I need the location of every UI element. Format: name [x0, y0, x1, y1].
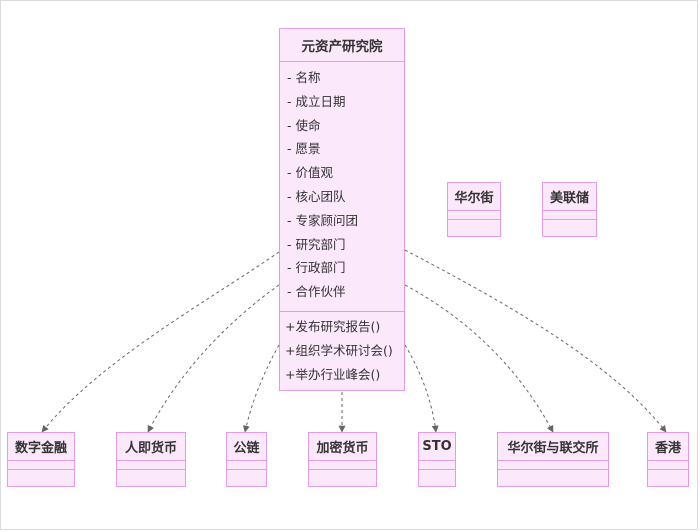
edge-to-sto: [404, 344, 439, 433]
class-methods-empty: [117, 469, 185, 478]
edge-to-rmb: [147, 284, 280, 433]
class-crypto: 加密货币: [308, 432, 377, 487]
class-methods-empty: [8, 469, 74, 478]
method-row: +举办行业峰会(): [285, 366, 381, 382]
attribute-row: - 专家顾问团: [287, 212, 358, 228]
attribute-row: - 名称: [287, 70, 321, 85]
attribute-row: - 使命: [287, 117, 321, 133]
attribute-row: - 价值观: [287, 165, 333, 181]
attribute-row: - 行政部门: [287, 260, 346, 276]
class-title: 人即货币: [124, 441, 177, 456]
edge-to-wallstreet-fed: [404, 284, 554, 433]
class-methods-empty: [419, 469, 455, 478]
class-methods-empty: [309, 469, 376, 478]
class-attributes-empty: [8, 460, 74, 469]
class-main-attributes: - 名称 - 成立日期 - 使命 - 愿景 - 价值观 - 核心团队 - 专家顾…: [280, 61, 404, 311]
class-sto: STO: [418, 432, 456, 487]
class-title: 华尔街: [454, 191, 494, 206]
edge-to-digital-finance: [41, 251, 280, 433]
class-huaerjie: 华尔街: [447, 182, 501, 237]
class-attributes-empty: [498, 460, 608, 469]
class-main: 元资产研究院 - 名称 - 成立日期 - 使命 - 愿景 - 价值观 - 核心团…: [279, 28, 405, 391]
class-attributes-empty: [227, 460, 266, 469]
class-digital-finance: 数字金融: [7, 432, 75, 487]
class-methods-empty: [227, 469, 266, 478]
class-title: STO: [422, 439, 452, 454]
edge-to-public-chain: [242, 344, 280, 433]
class-methods-empty: [498, 469, 608, 478]
class-meilianchu: 美联储: [542, 182, 597, 237]
class-attributes-empty: [648, 460, 688, 469]
class-attributes-empty: [448, 210, 500, 219]
method-row: +组织学术研讨会(): [285, 342, 393, 358]
class-main-methods: +发布研究报告() +组织学术研讨会() +举办行业峰会(): [280, 311, 404, 386]
class-title: 公链: [233, 441, 260, 456]
class-title: 数字金融: [14, 441, 67, 456]
class-attributes-empty: [309, 460, 376, 469]
class-methods-empty: [648, 469, 688, 478]
attribute-row: - 愿景: [287, 141, 321, 157]
attribute-row: - 合作伙伴: [287, 284, 346, 300]
class-attributes-empty: [117, 460, 185, 469]
class-public-chain: 公链: [226, 432, 267, 487]
class-title: 华尔街与联交所: [507, 441, 599, 456]
class-methods-empty: [448, 219, 500, 228]
edge-to-hongkong: [404, 249, 667, 433]
class-title: 加密货币: [316, 441, 369, 456]
class-attributes-empty: [419, 460, 455, 469]
class-main-title: 元资产研究院: [301, 39, 383, 55]
class-rmb: 人即货币: [116, 432, 186, 487]
method-row: +发布研究报告(): [285, 319, 381, 334]
class-hongkong: 香港: [647, 432, 689, 487]
class-title: 香港: [654, 441, 681, 456]
class-attributes-empty: [543, 210, 596, 219]
class-methods-empty: [543, 219, 596, 228]
attribute-row: - 核心团队: [287, 188, 346, 204]
class-title: 美联储: [549, 191, 589, 206]
attribute-row: - 成立日期: [287, 93, 346, 109]
class-wallstreet-fed: 华尔街与联交所: [497, 432, 609, 487]
attribute-row: - 研究部门: [287, 236, 346, 252]
